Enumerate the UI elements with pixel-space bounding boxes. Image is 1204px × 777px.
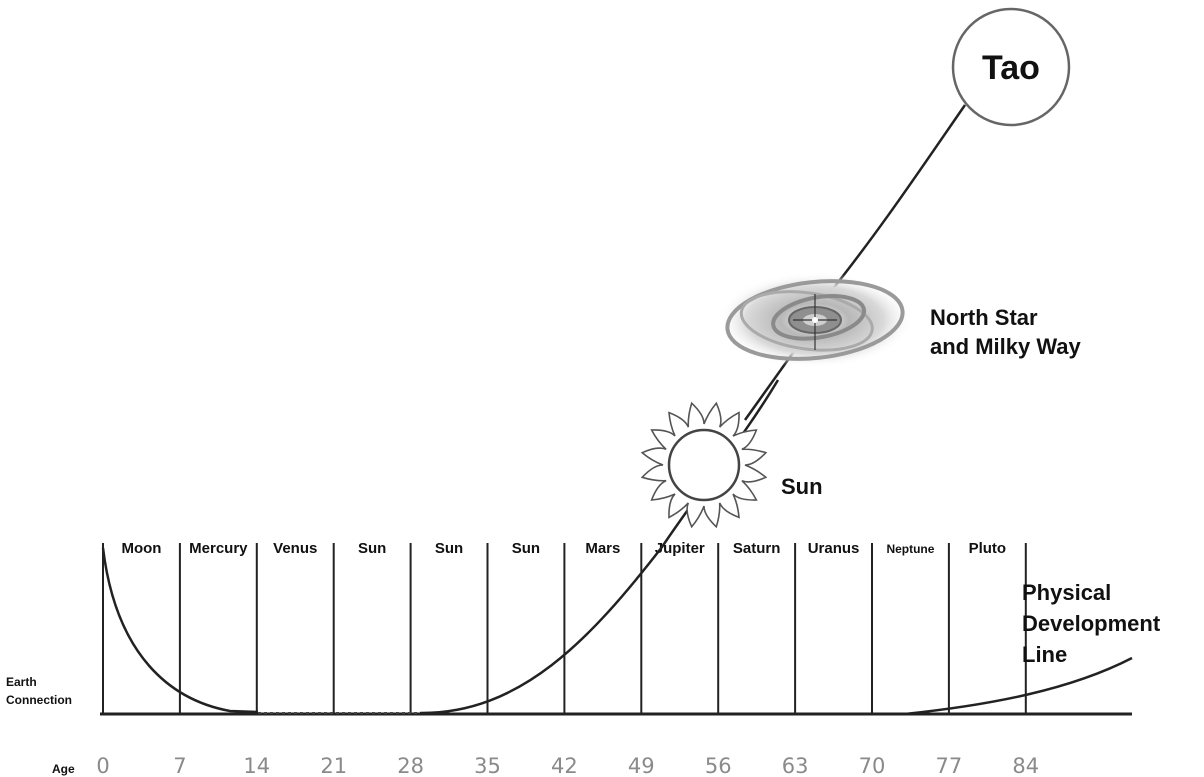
age-tick-84: 84 (1012, 754, 1039, 777)
age-tick-21: 21 (320, 754, 347, 777)
planet-labels: Moon Mercury Venus Sun Sun Sun Mars Jupiter Satu… (121, 540, 1006, 557)
age-tick-49: 49 (628, 754, 655, 777)
planet-label-uranus: Uranus (808, 540, 860, 557)
physical-development-curve (904, 656, 1133, 716)
planet-label-mercury: Mercury (189, 540, 248, 557)
milky-way-icon (717, 272, 913, 368)
moon-decline-curve (101, 547, 259, 714)
age-tick-63: 63 (782, 754, 809, 777)
age-tick-77: 77 (936, 754, 963, 777)
north-star-label-line2: and Milky Way (930, 334, 1082, 359)
age-label: Age (52, 762, 75, 776)
galaxy-to-tao-line (827, 104, 967, 296)
planet-label-sun: Sun (358, 540, 386, 557)
earth-label-line2: Connection (6, 693, 72, 707)
planet-label-mars: Mars (585, 540, 620, 557)
physical-label-line2: Development (1022, 611, 1161, 636)
planet-label-venus: Venus (273, 540, 317, 557)
sun-icon (640, 401, 768, 529)
physical-label-line3: Line (1022, 642, 1067, 667)
physical-label-line1: Physical (1022, 580, 1111, 605)
age-tick-28: 28 (397, 754, 424, 777)
age-tick-0: 0 (96, 754, 109, 777)
planet-label-moon: Moon (121, 540, 161, 557)
planet-label-neptune: Neptune (886, 542, 934, 556)
age-dividers (102, 543, 1027, 714)
age-tick-35: 35 (474, 754, 501, 777)
north-star-label-line1: North Star (930, 305, 1038, 330)
tao-label: Tao (982, 49, 1040, 87)
age-axis: 0 7 14 21 28 35 42 49 56 63 70 77 84 (96, 754, 1039, 777)
tao-circle-icon (951, 7, 1071, 127)
planet-label-pluto: Pluto (969, 540, 1007, 557)
planet-label-sun: Sun (435, 540, 463, 557)
sun-label: Sun (781, 474, 823, 499)
planet-label-saturn: Saturn (733, 540, 781, 557)
age-tick-56: 56 (705, 754, 732, 777)
age-tick-14: 14 (243, 754, 270, 777)
age-tick-7: 7 (173, 754, 186, 777)
age-tick-42: 42 (551, 754, 578, 777)
earth-label-line1: Earth (6, 675, 37, 689)
planet-label-jupiter: Jupiter (655, 540, 705, 557)
planet-label-sun: Sun (512, 540, 540, 557)
age-tick-70: 70 (859, 754, 886, 777)
